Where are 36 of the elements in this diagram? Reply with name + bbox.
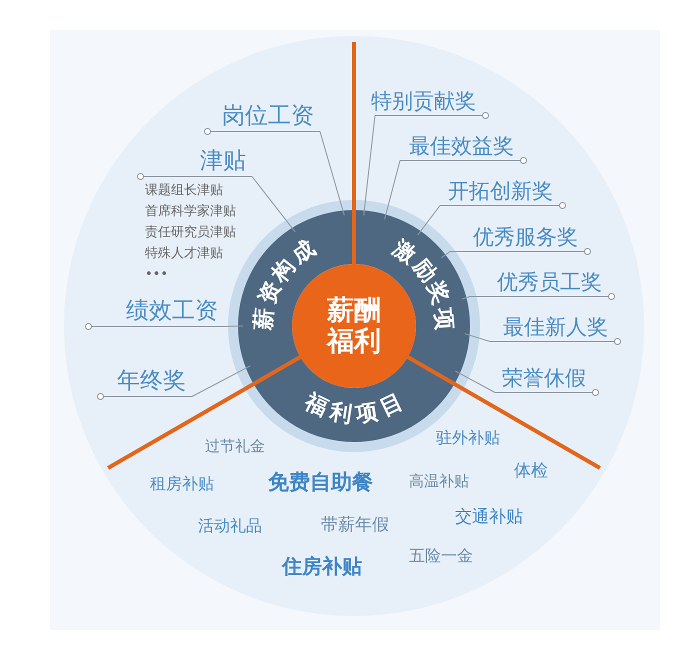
category-label: 特别贡献奖 — [371, 88, 476, 113]
leader-line — [320, 131, 345, 216]
leader-line — [363, 115, 376, 216]
benefit-label: 五险一金 — [409, 546, 473, 566]
benefit-label: 免费自助餐 — [268, 470, 373, 496]
category-label: 年终奖 — [117, 368, 186, 394]
category-label: 津贴 — [200, 148, 246, 174]
list-item: 课题组长津贴 — [145, 183, 223, 199]
leader-line — [384, 160, 400, 220]
benefit-label: 租房补贴 — [150, 474, 214, 494]
category-label: 优秀服务奖 — [473, 224, 578, 249]
leader-line — [441, 251, 450, 258]
leader-line — [464, 333, 490, 342]
list-item: ••• — [145, 267, 168, 283]
leader-line — [224, 326, 244, 327]
category-label: 优秀员工奖 — [497, 270, 602, 294]
category-label: 荣誉休假 — [502, 366, 586, 390]
category-label: 最佳新人奖 — [503, 314, 608, 339]
benefit-label: 带薪年假 — [321, 515, 389, 536]
list-item: 特殊人才津贴 — [145, 246, 223, 262]
category-label: 岗位工资 — [222, 102, 314, 129]
leader-line — [417, 205, 440, 236]
list-item: 首席科学家津贴 — [145, 204, 236, 220]
list-item: 责任研究员津贴 — [145, 225, 236, 241]
leader-line — [454, 370, 496, 393]
benefit-label: 高温补贴 — [409, 472, 469, 490]
benefit-label: 交通补贴 — [455, 507, 523, 528]
leader-line — [192, 365, 251, 397]
category-label: 开拓创新奖 — [448, 178, 553, 203]
category-label: 绩效工资 — [126, 298, 218, 324]
leader-line — [252, 176, 296, 232]
benefit-label: 住房补贴 — [282, 554, 362, 578]
leader-line — [461, 296, 470, 300]
benefit-label: 活动礼品 — [198, 516, 262, 536]
benefit-label: 体检 — [514, 461, 548, 482]
category-label: 最佳效益奖 — [409, 134, 514, 158]
